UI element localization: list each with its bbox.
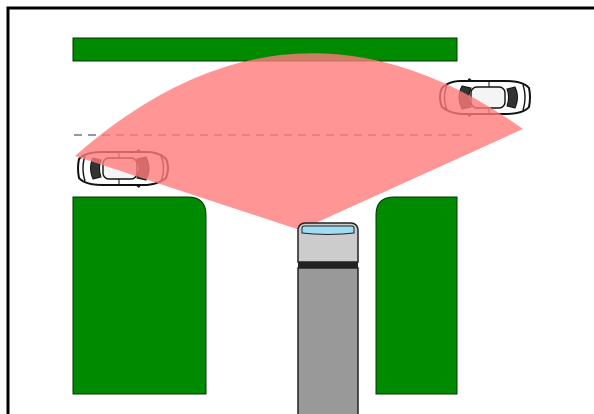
- truck-trailer: [297, 267, 359, 414]
- truck-icon: [297, 222, 359, 414]
- green-block-right: [375, 196, 458, 395]
- scene-frame: [6, 6, 594, 414]
- truck-coupling: [298, 262, 358, 268]
- green-block-left: [72, 196, 207, 395]
- sensor-zone: [75, 53, 523, 230]
- truck-windshield: [301, 225, 355, 235]
